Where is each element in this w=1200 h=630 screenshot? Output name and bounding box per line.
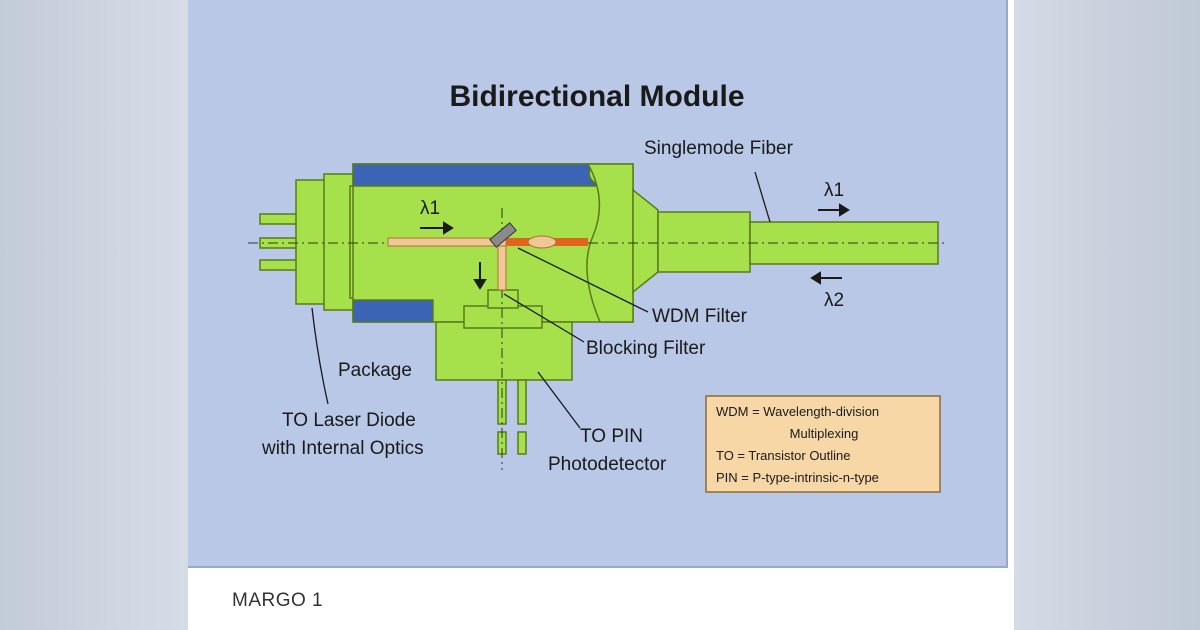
legend-line4: PIN = P-type-intrinsic-n-type <box>716 470 879 485</box>
label-photodetector: Photodetector <box>548 454 667 475</box>
legend-line3: TO = Transistor Outline <box>716 448 851 463</box>
label-lambda1-fiber: λ1 <box>824 180 844 201</box>
diagram-panel: Bidirectional Module <box>188 0 1008 568</box>
background-left <box>0 0 188 630</box>
diagram-title: Bidirectional Module <box>449 80 744 113</box>
label-laser-line2: with Internal Optics <box>261 438 424 459</box>
label-package: Package <box>338 360 412 381</box>
background-right <box>1012 0 1200 630</box>
fiber-connector <box>632 188 939 294</box>
label-wdm-filter: WDM Filter <box>652 306 748 327</box>
laser-pins <box>259 213 301 271</box>
pin-photodetector <box>435 289 573 455</box>
wdm-filter <box>489 222 517 248</box>
label-to-pin: TO PIN <box>580 426 643 447</box>
label-singlemode-fiber: Singlemode Fiber <box>644 138 794 159</box>
legend-box: WDM = Wavelength-division Multiplexing T… <box>705 395 941 493</box>
diagram-svg: Bidirectional Module <box>248 80 948 493</box>
light-beams <box>387 235 588 291</box>
beam-arrows <box>420 203 850 290</box>
figure-caption: MARGO 1 <box>232 590 324 611</box>
legend-line2: Multiplexing <box>790 426 859 441</box>
label-lambda1-inner: λ1 <box>420 198 440 219</box>
label-lambda2-fiber: λ2 <box>824 290 844 311</box>
figure-card: Bidirectional Module <box>188 0 1014 630</box>
label-laser-line1: TO Laser Diode <box>282 410 416 431</box>
leader-lines <box>311 171 771 429</box>
label-blocking-filter: Blocking Filter <box>586 338 706 359</box>
legend-line1: WDM = Wavelength-division <box>716 404 879 419</box>
